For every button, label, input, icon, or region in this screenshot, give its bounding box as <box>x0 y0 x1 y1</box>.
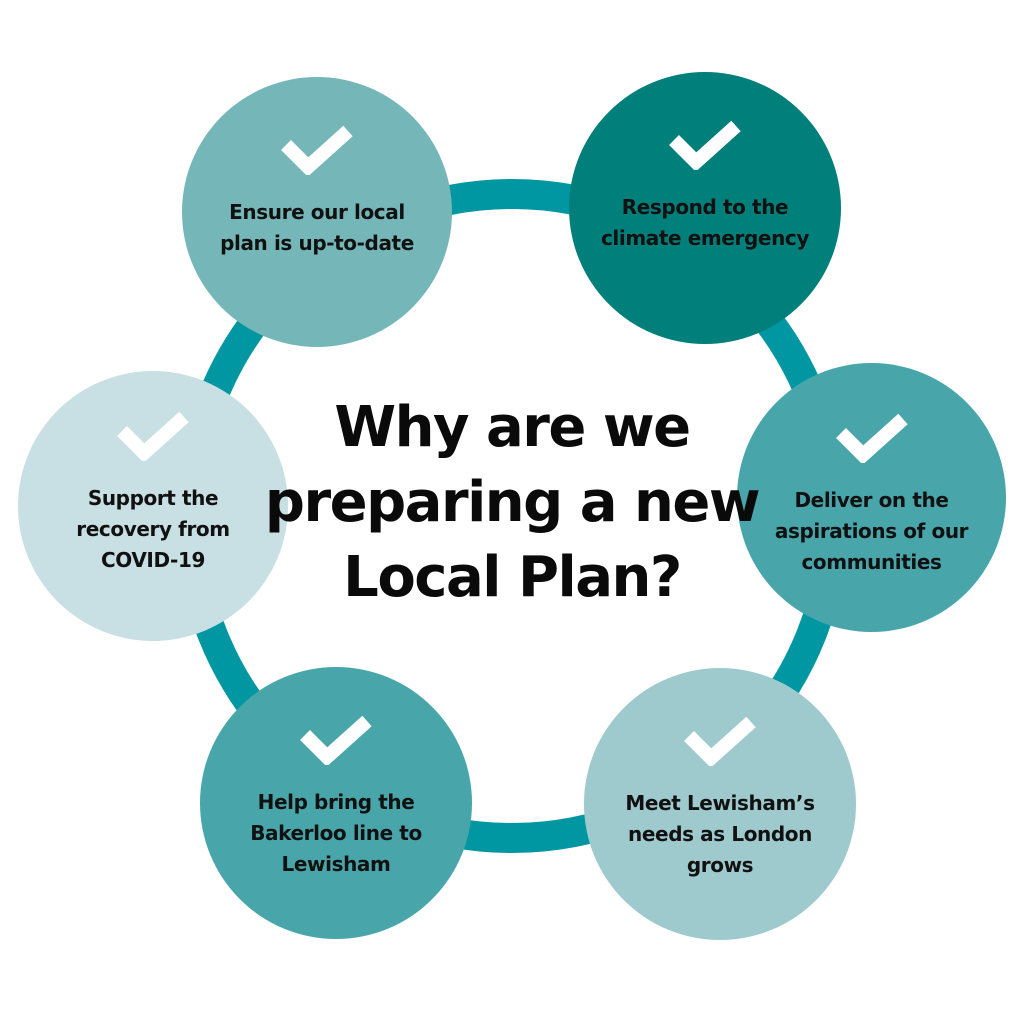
goal-node-climate-emergency: Respond to the climate emergency <box>569 72 841 344</box>
goal-label: Help bring the Bakerloo line to Lewisham <box>226 787 446 880</box>
goal-label-line: Deliver on the <box>794 488 949 512</box>
goal-label-line: recovery from <box>76 517 230 541</box>
check-icon <box>669 120 741 170</box>
goal-label: Support the recovery from COVID-19 <box>43 483 263 576</box>
goal-label: Respond to the climate emergency <box>595 192 815 254</box>
title-line: Local Plan? <box>343 545 682 610</box>
goal-label-line: Ensure our local <box>229 200 405 224</box>
goal-label-line: COVID-19 <box>101 548 205 572</box>
goal-label: Deliver on the aspirations of our commun… <box>762 485 982 578</box>
goal-node-london-grows: Meet Lewisham’s needs as London grows <box>584 668 856 940</box>
goal-label-line: climate emergency <box>600 226 810 250</box>
goal-label-line: communities <box>801 550 942 574</box>
check-icon <box>281 125 353 175</box>
goal-node-community-aspirations: Deliver on the aspirations of our commun… <box>737 363 1006 632</box>
title-line: preparing a new <box>264 470 761 535</box>
check-icon <box>117 411 189 461</box>
goal-label-line: Help bring the <box>257 790 415 814</box>
goal-label-line: aspirations of our <box>774 519 969 543</box>
goal-label-line: needs as London <box>628 822 812 846</box>
goal-label-line: Bakerloo line to <box>250 821 422 845</box>
goal-node-up-to-date: Ensure our local plan is up-to-date <box>182 77 452 347</box>
goal-label-line: Respond to the <box>621 195 789 219</box>
goal-label-line: Lewisham <box>281 852 391 876</box>
goal-node-covid-recovery: Support the recovery from COVID-19 <box>18 371 288 641</box>
goal-label: Ensure our local plan is up-to-date <box>207 197 427 259</box>
goal-label: Meet Lewisham’s needs as London grows <box>610 788 830 881</box>
check-icon <box>835 413 908 463</box>
check-icon <box>300 715 372 765</box>
goal-label-line: Support the <box>87 486 219 510</box>
check-icon <box>684 716 756 766</box>
central-question-title: Why are we preparing a new Local Plan? <box>262 390 762 615</box>
goal-label-line: plan is up-to-date <box>220 231 414 255</box>
goal-node-bakerloo-line: Help bring the Bakerloo line to Lewisham <box>200 667 472 939</box>
goal-label-line: Meet Lewisham’s <box>625 791 815 815</box>
goal-label-line: grows <box>686 853 754 877</box>
title-line: Why are we <box>334 395 691 460</box>
